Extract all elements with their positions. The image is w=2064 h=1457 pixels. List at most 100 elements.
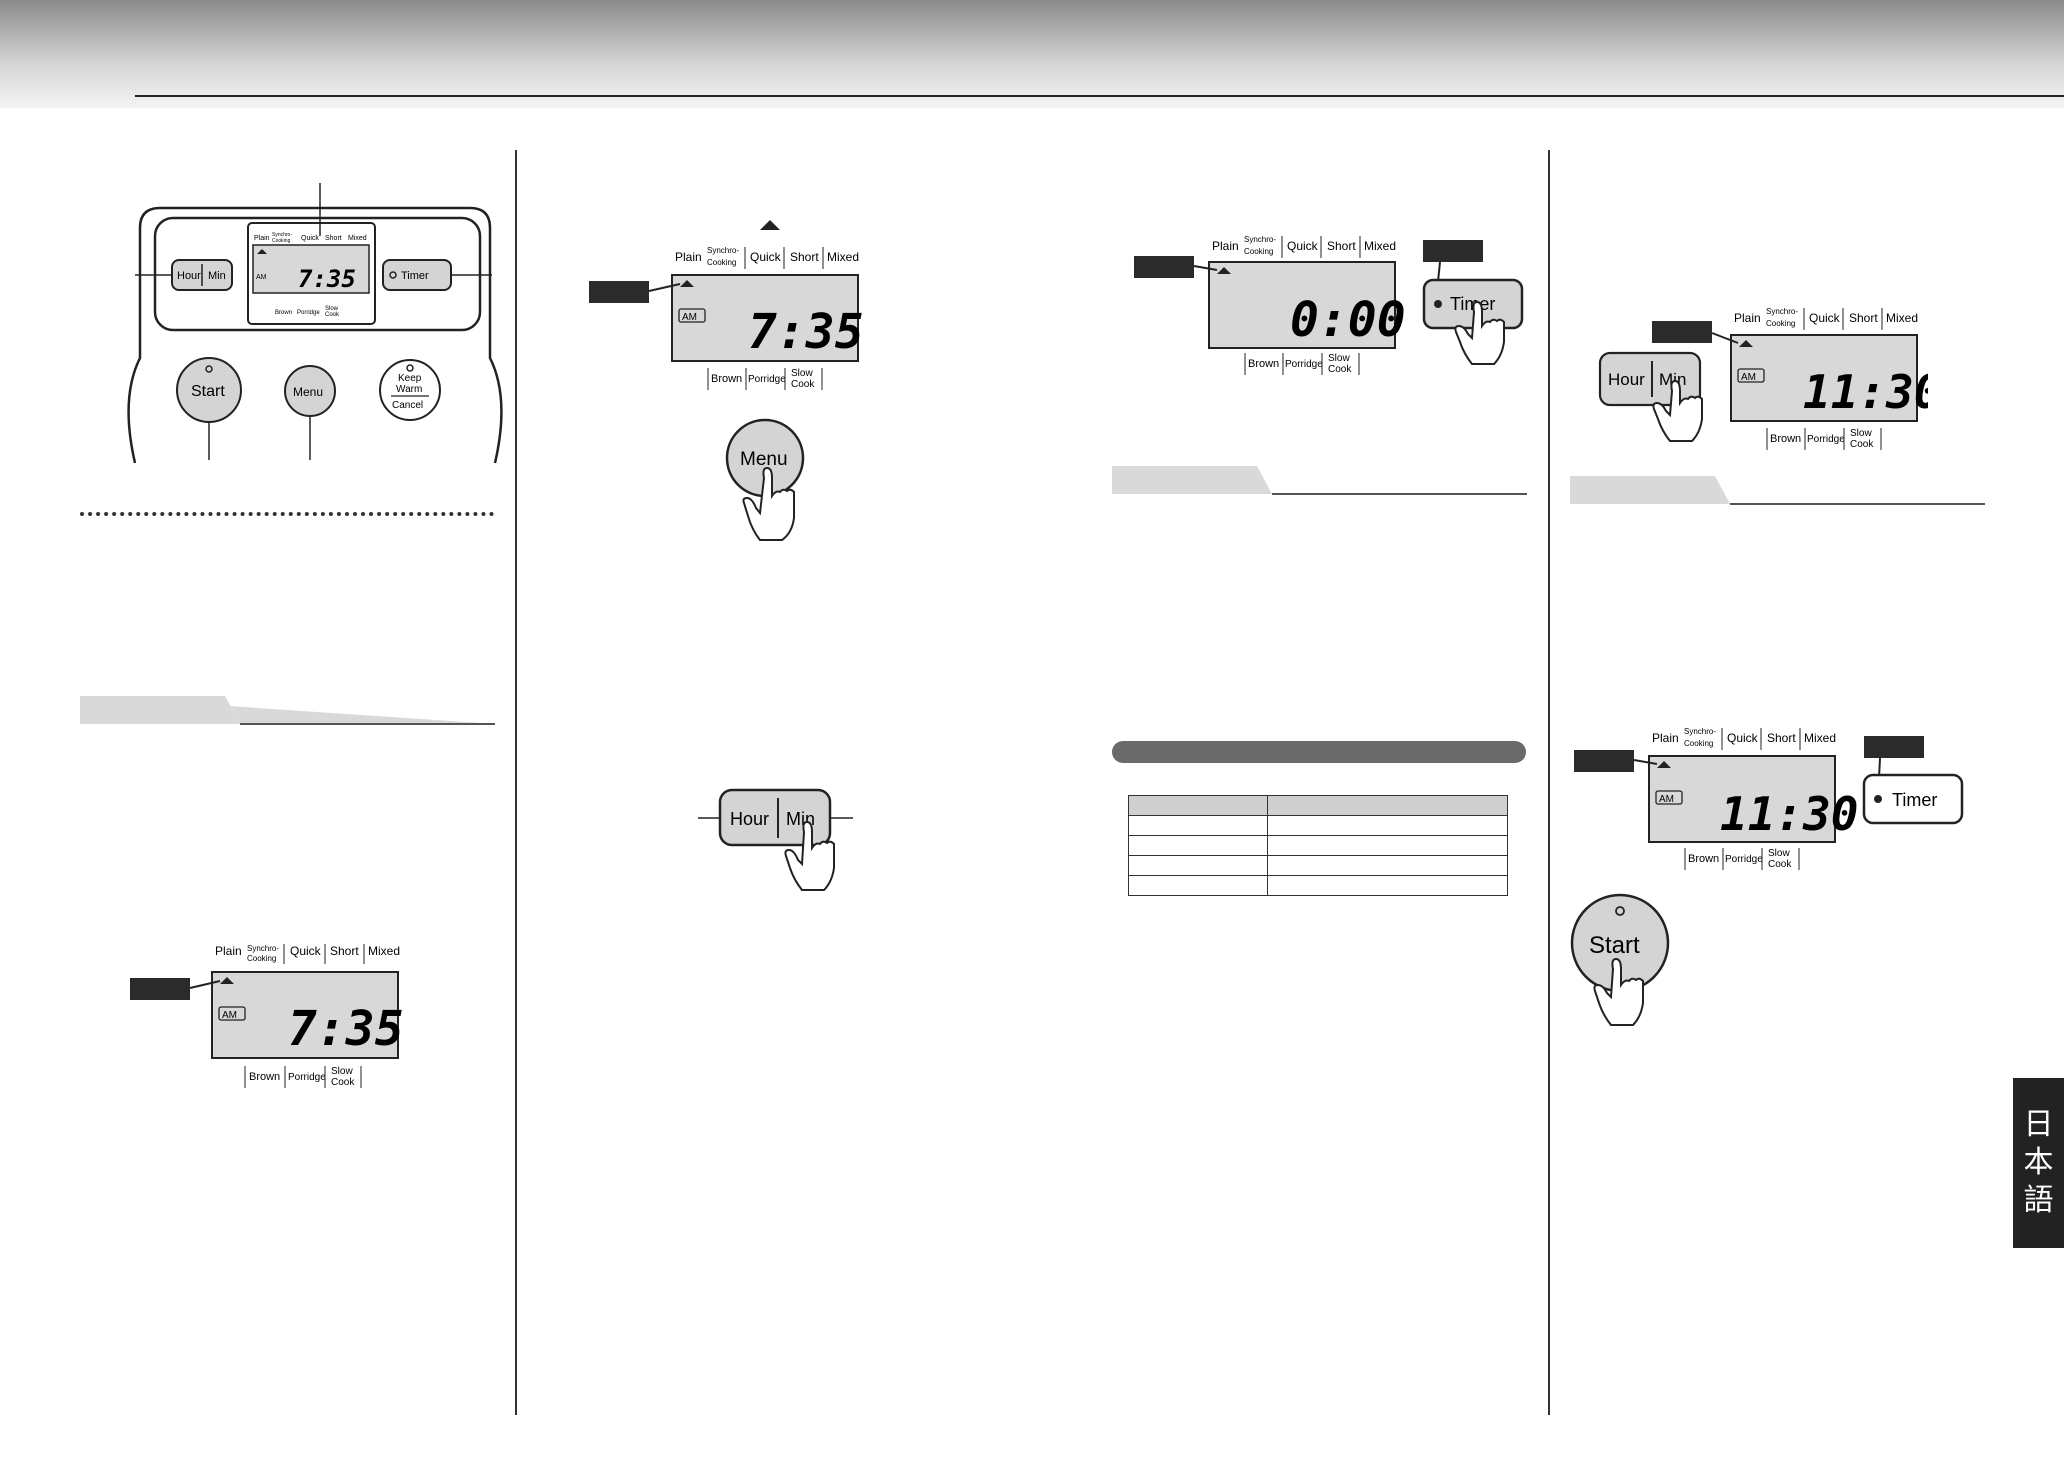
start-button-press: Start bbox=[1570, 893, 1670, 1026]
hour-button-label-small: Hour bbox=[1608, 370, 1645, 389]
lcd3-label-cook: Cook bbox=[1328, 364, 1352, 375]
mini-label-cooking: Cooking bbox=[272, 238, 291, 244]
callout-label-box bbox=[1574, 750, 1634, 772]
mini-label-brown: Brown bbox=[275, 310, 292, 316]
overview-cancel-label: Cancel bbox=[392, 400, 423, 411]
lcd2-am: AM bbox=[682, 312, 697, 323]
lcd1-label-porridge: Porridge bbox=[288, 1072, 326, 1083]
overview-keep-label: Keep bbox=[398, 373, 422, 384]
lcd1-clock: 7:35 bbox=[288, 1001, 404, 1057]
lcd4-label-cooking: Cooking bbox=[1766, 319, 1795, 328]
callout-label-box bbox=[1134, 256, 1194, 278]
hour-min-button-press: Hour Min bbox=[698, 788, 853, 891]
lcd5-label-synchro: Synchro- bbox=[1684, 727, 1716, 736]
mini-am: AM bbox=[256, 274, 267, 281]
lcd3-label-slow: Slow bbox=[1328, 353, 1350, 364]
lcd4-label-cook: Cook bbox=[1850, 439, 1874, 450]
lcd1-label-cooking: Cooking bbox=[247, 954, 276, 963]
hand-pointer-icon bbox=[742, 466, 795, 541]
hour-min-button[interactable] bbox=[718, 788, 832, 847]
lcd1-label-brown: Brown bbox=[249, 1071, 280, 1083]
hand-pointer-icon bbox=[1652, 379, 1703, 442]
menu-button-press: Menu bbox=[725, 418, 805, 541]
mini-label-synchro: Synchro- bbox=[272, 232, 292, 238]
lcd2-label-synchro: Synchro- bbox=[707, 246, 739, 255]
lcd3-label-synchro: Synchro- bbox=[1244, 235, 1276, 244]
lcd4-label-brown: Brown bbox=[1770, 433, 1801, 445]
lcd5-label-porridge: Porridge bbox=[1725, 854, 1763, 865]
lcd1-label-synchro: Synchro- bbox=[247, 944, 279, 953]
section-tab-col4 bbox=[1570, 476, 1985, 505]
callout-label-box bbox=[589, 281, 649, 303]
lcd5-label-brown: Brown bbox=[1688, 853, 1719, 865]
lcd5-label-short: Short bbox=[1767, 731, 1796, 745]
menu-button-label: Menu bbox=[740, 449, 788, 470]
lcd3-label-brown: Brown bbox=[1248, 358, 1279, 370]
lcd4-label-quick: Quick bbox=[1809, 311, 1841, 325]
language-tab: 日 本 語 bbox=[2013, 1078, 2064, 1248]
overview-timer-label: Timer bbox=[401, 270, 429, 282]
lcd4-am: AM bbox=[1741, 372, 1756, 383]
section-bar bbox=[1112, 741, 1526, 763]
lcd-display-step1: Plain Synchro- Cooking Quick Short Mixed… bbox=[130, 944, 404, 1088]
overview-start-label: Start bbox=[191, 383, 225, 400]
lcd4-label-mixed: Mixed bbox=[1886, 311, 1918, 325]
lcd2-label-plain: Plain bbox=[675, 250, 702, 264]
lcd1-label-short: Short bbox=[330, 944, 359, 958]
lcd5-label-slow: Slow bbox=[1768, 848, 1790, 859]
lcd2-label-short: Short bbox=[790, 250, 819, 264]
lcd2-label-porridge: Porridge bbox=[748, 374, 786, 385]
hand-pointer-icon bbox=[1593, 957, 1644, 1026]
lcd4-label-short: Short bbox=[1849, 311, 1878, 325]
column-divider-2 bbox=[1548, 150, 1550, 1415]
lcd2-label-cook: Cook bbox=[791, 379, 815, 390]
lcd5-am: AM bbox=[1659, 794, 1674, 805]
lcd3-timer: 0:00 bbox=[1290, 292, 1406, 348]
lcd1-label-quick: Quick bbox=[290, 944, 322, 958]
dotted-separator bbox=[80, 512, 494, 516]
lcd4-label-plain: Plain bbox=[1734, 311, 1761, 325]
overview-menu-label: Menu bbox=[293, 385, 323, 399]
lcd-display-menu-step: Plain Synchro- Cooking Quick Short Mixed… bbox=[589, 220, 864, 390]
lcd2-label-mixed: Mixed bbox=[827, 250, 859, 264]
language-char-1: 日 bbox=[2023, 1107, 2054, 1142]
timer-button-label: Timer bbox=[1450, 294, 1495, 314]
lcd1-am: AM bbox=[222, 1010, 237, 1021]
mini-label-porridge: Porridge bbox=[297, 310, 320, 316]
callout-label-box bbox=[130, 978, 190, 1000]
section-tab-col1 bbox=[80, 696, 495, 725]
lcd3-label-quick: Quick bbox=[1287, 239, 1319, 253]
column-divider-1 bbox=[515, 150, 517, 1415]
lcd-display-timer-step: Plain Synchro- Cooking Quick Short Mixed… bbox=[1134, 235, 1524, 375]
lcd5-timer: 11:30 bbox=[1720, 787, 1858, 841]
overview-warm-label: Warm bbox=[396, 384, 422, 395]
hour-button-label: Hour bbox=[730, 809, 769, 829]
hand-pointer-icon bbox=[784, 820, 835, 891]
lcd5-label-cook: Cook bbox=[1768, 859, 1792, 870]
lcd2-label-cooking: Cooking bbox=[707, 258, 736, 267]
mini-label-plain: Plain bbox=[254, 235, 270, 242]
lcd4-timer: 11:30 bbox=[1803, 365, 1928, 419]
lcd1-label-plain: Plain bbox=[215, 944, 242, 958]
lcd5-label-cooking: Cooking bbox=[1684, 739, 1713, 748]
mini-label-cook: Cook bbox=[325, 312, 340, 318]
lcd-display-set-time: Plain Synchro- Cooking Quick Short Mixed… bbox=[1598, 307, 1928, 450]
timer-button-lit[interactable] bbox=[1862, 773, 1964, 825]
lcd3-label-mixed: Mixed bbox=[1364, 239, 1396, 253]
lcd4-label-synchro: Synchro- bbox=[1766, 307, 1798, 316]
control-panel-diagram: Plain Synchro- Cooking Quick Short Mixed… bbox=[127, 183, 503, 464]
mini-clock: 7:35 bbox=[298, 265, 356, 293]
language-char-2: 本 bbox=[2023, 1145, 2054, 1180]
lcd1-label-cook: Cook bbox=[331, 1077, 355, 1088]
mini-label-quick: Quick bbox=[301, 235, 319, 242]
start-button-label: Start bbox=[1589, 932, 1640, 959]
lcd1-label-slow: Slow bbox=[331, 1066, 353, 1077]
lcd3-label-short: Short bbox=[1327, 239, 1356, 253]
callout-label-box bbox=[1423, 240, 1483, 262]
lcd2-label-brown: Brown bbox=[711, 373, 742, 385]
lcd2-clock: 7:35 bbox=[748, 304, 864, 360]
overview-hour-label: Hour bbox=[177, 270, 201, 282]
lcd5-label-plain: Plain bbox=[1652, 731, 1679, 745]
lcd-display-final: Plain Synchro- Cooking Quick Short Mixed… bbox=[1574, 727, 1964, 870]
callout-label-box bbox=[1652, 321, 1712, 343]
